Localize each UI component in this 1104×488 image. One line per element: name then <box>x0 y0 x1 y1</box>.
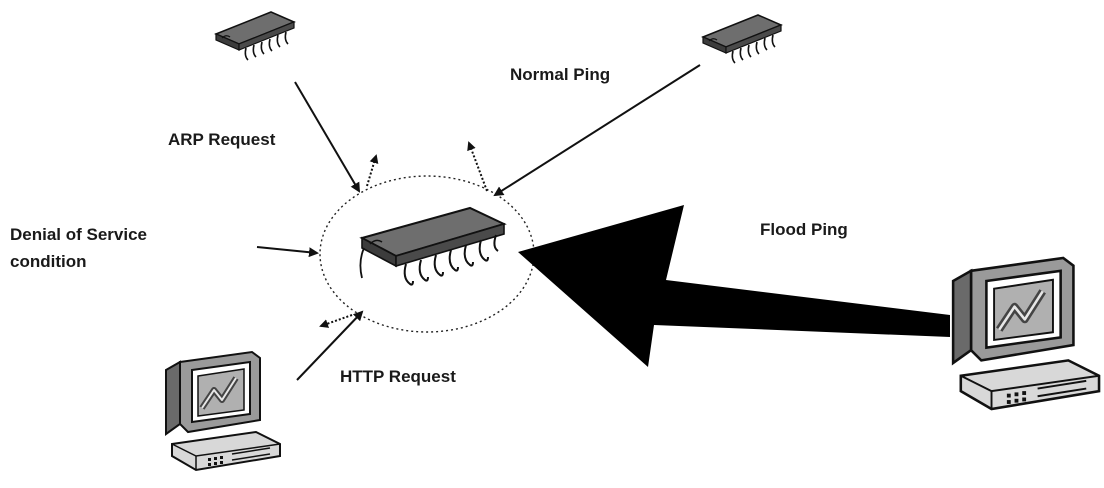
arp-request-arrow <box>294 81 361 193</box>
dos-label-line2: condition <box>10 252 86 271</box>
ping-response-dotted-arrow <box>467 141 488 192</box>
computer-icon <box>166 352 280 470</box>
flood-ping-arrow <box>518 205 950 367</box>
chip-icon <box>702 14 782 64</box>
dos-condition-arrow <box>256 246 319 258</box>
http-response-dotted-arrow <box>319 314 353 328</box>
dos-label-line1: Denial of Service <box>10 225 147 244</box>
arp-request-label: ARP Request <box>168 130 276 149</box>
flood-ping-label: Flood Ping <box>760 220 848 239</box>
chip-icon <box>215 11 295 61</box>
attacker-computer-icon <box>953 258 1099 409</box>
http-request-label: HTTP Request <box>340 367 456 386</box>
target-chip-icon <box>359 206 507 286</box>
arp-response-dotted-arrow <box>366 154 379 187</box>
normal-ping-arrow <box>493 64 701 197</box>
normal-ping-label: Normal Ping <box>510 65 610 84</box>
http-request-arrow <box>296 310 364 381</box>
